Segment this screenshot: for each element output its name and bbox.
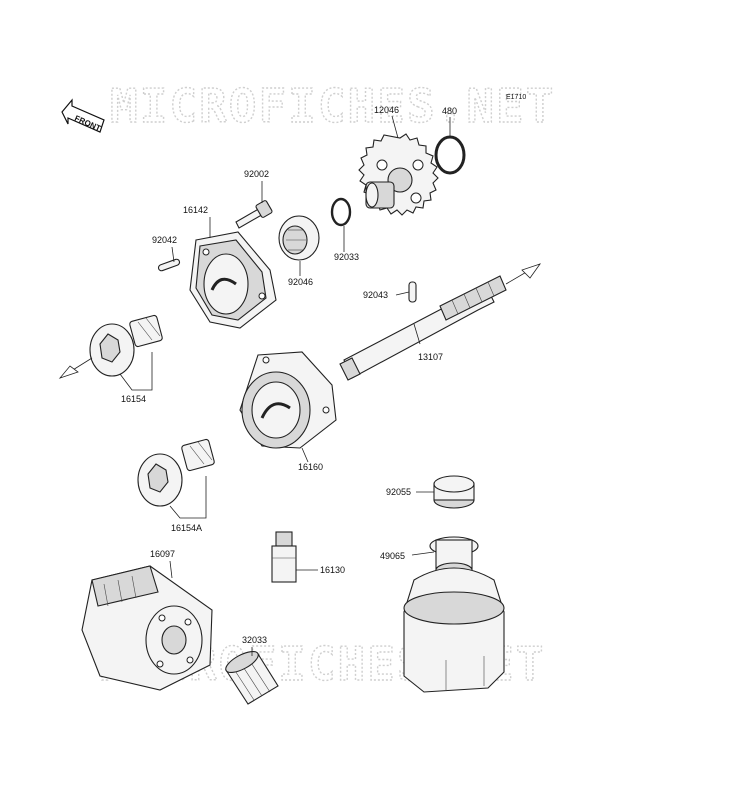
filter-housing-49065-icon — [403, 536, 505, 693]
oil-filter-16097-icon — [81, 565, 213, 691]
label-92043: 92043 — [363, 290, 388, 300]
cap-92055-icon — [433, 475, 475, 509]
pin-92043-icon — [408, 281, 417, 303]
circlip-480-icon — [434, 135, 466, 175]
strainer-32033-icon — [225, 650, 279, 705]
label-16130: 16130 — [320, 565, 345, 575]
shaft-13107-icon — [339, 263, 542, 381]
label-480: 480 — [442, 106, 457, 116]
rotor-set-16154-icon — [58, 314, 163, 379]
pump-body-16160-icon — [239, 351, 337, 449]
label-49065: 49065 — [380, 551, 405, 561]
label-16154: 16154 — [121, 394, 146, 404]
rotor-set-16154a-icon — [137, 438, 215, 507]
circlip-92033-icon — [330, 197, 352, 227]
front-arrow-icon: FRONT — [61, 98, 105, 133]
bolt-92002-icon — [235, 200, 273, 229]
label-12046: 12046 — [374, 105, 399, 115]
label-92033: 92033 — [334, 252, 359, 262]
label-92046: 92046 — [288, 277, 313, 287]
label-32033: 32033 — [242, 635, 267, 645]
label-16097: 16097 — [150, 549, 175, 559]
sensor-16130-icon — [271, 531, 297, 583]
pump-cover-16142-icon — [189, 231, 277, 329]
label-16160: 16160 — [298, 462, 323, 472]
label-16154a: 16154A — [171, 523, 202, 533]
label-16142: 16142 — [183, 205, 208, 215]
dowel-pin-92042-icon — [157, 258, 181, 272]
gear-12046-icon — [358, 133, 439, 216]
bearing-92046-icon — [278, 215, 320, 261]
watermark-top: MICROFICHES.NET — [110, 79, 555, 133]
diagram-code: E1710 — [506, 94, 526, 101]
label-13107: 13107 — [418, 352, 443, 362]
label-92042: 92042 — [152, 235, 177, 245]
label-92002: 92002 — [244, 169, 269, 179]
label-92055: 92055 — [386, 487, 411, 497]
